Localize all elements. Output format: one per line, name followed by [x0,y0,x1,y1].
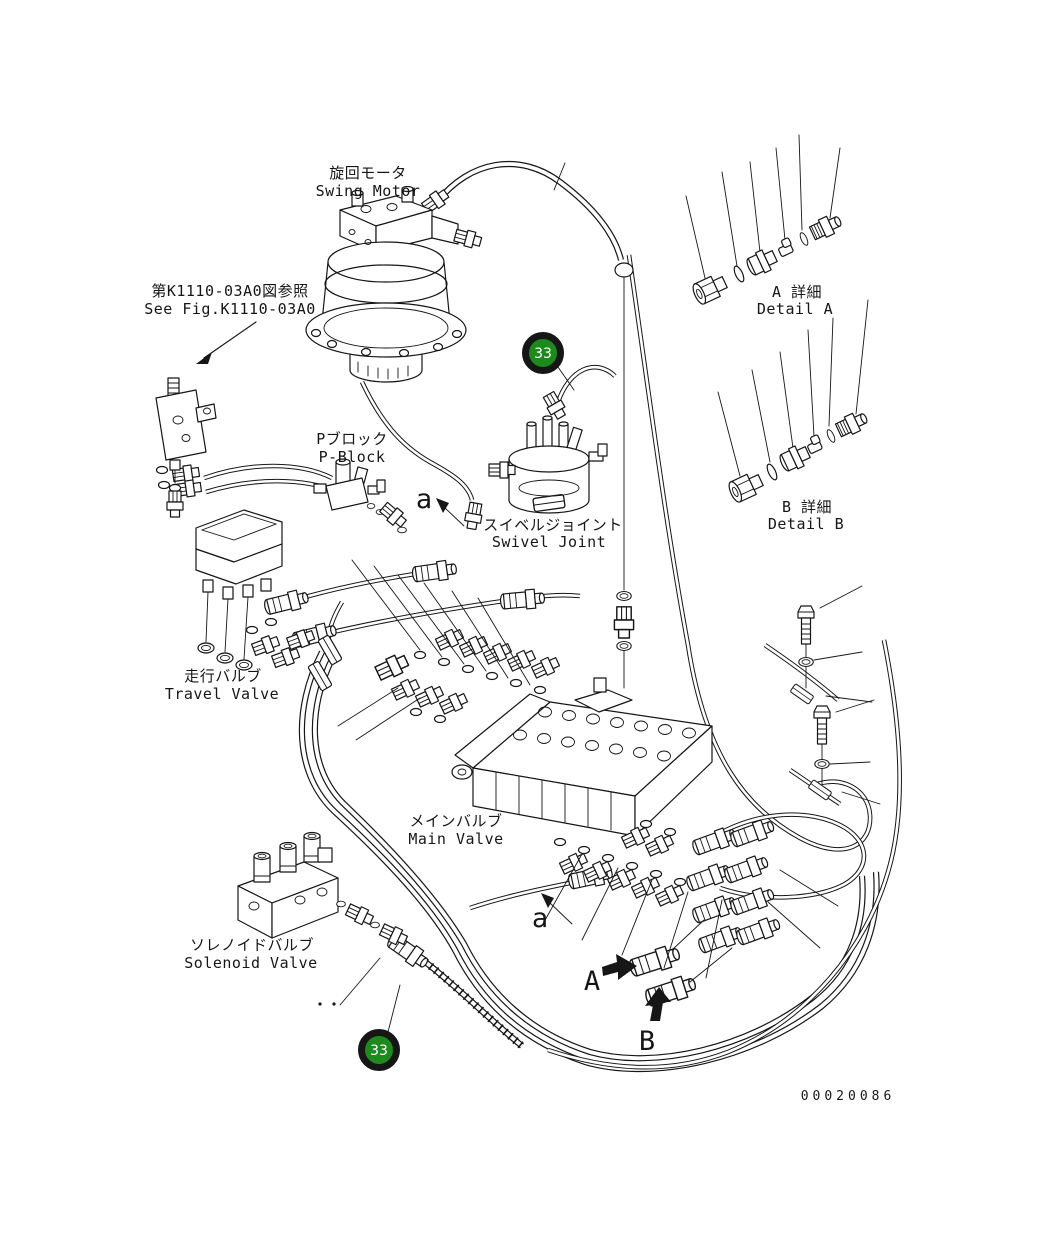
part-balloon-33-top[interactable]: 33 [522,332,564,374]
direction-arrow-b-icon [645,987,671,1021]
hoses-p-block [155,463,339,500]
main-valve-drawing [451,649,713,837]
part-balloon-33-bottom[interactable]: 33 [358,1029,400,1071]
hoses-travel-valve [262,558,581,692]
hose-bundle-right-fittings [683,816,783,957]
hose-loop-right-bundle [698,812,867,900]
label-swing-motor-jp: 旋回モータ [329,164,407,182]
label-detail-a-jp: A 詳細 [772,283,822,301]
flange-bolts [310,328,463,358]
label-detail-a-en: Detail A [757,300,833,318]
see-fig-arrow [196,321,257,364]
hose-outer-right-sweep [547,639,902,1070]
balloon-top-number: 33 [534,346,552,362]
bolt-clamp-assembly-2 [807,705,833,801]
label-swivel-joint-en: Swivel Joint [492,533,606,551]
detail-a-parts [685,134,845,307]
hose-motor-to-center [359,381,485,531]
direction-a-label: A [584,966,600,997]
leader-lines [318,162,881,1033]
label-travel-valve-jp: 走行バルブ [184,667,262,685]
label-swivel-joint-jp: スイベルジョイント [483,516,623,534]
hose-wrapped-solenoid [383,930,525,1050]
swivel-joint-drawing [488,415,608,514]
solenoid-valve-drawing [237,831,410,949]
p-block-drawing [313,458,410,534]
label-p-block-jp: Pブロック [316,430,388,448]
label-swing-motor-en: Swing Motor [316,182,421,200]
hose-swing-motor-top [419,160,634,591]
label-main-valve-en: Main Valve [408,830,503,848]
label-solenoid-valve-en: Solenoid Valve [184,954,317,972]
label-solenoid-valve-jp: ソレノイドバルブ [190,936,314,954]
label-see-fig-jp: 第K1110-03A0図参照 [151,282,308,300]
label-travel-valve-en: Travel Valve [165,685,279,703]
swing-motor-drawing [305,185,484,383]
label-see-fig-en: See Fig.K1110-03A0 [144,300,316,318]
direction-arrow-a-icon [602,954,637,980]
bolt-clamp-assembly-1 [789,605,815,705]
label-detail-b-jp: B 詳細 [782,498,832,516]
label-detail-b-en: Detail B [768,515,844,533]
label-p-block-en: P-Block [319,448,386,466]
main-valve-ports [513,706,696,762]
pilot-check-valve-drawing [155,377,217,518]
detail-b-parts [717,299,871,505]
drawing-number: 00020086 [801,1089,896,1104]
hose-swivel-33 [540,364,617,422]
label-main-valve-jp: メインバルブ [409,812,502,830]
view-a-upper-arrow [436,498,465,527]
view-a-upper-label: a [416,484,432,515]
diagram-labels: 旋回モータ Swing Motor 第K1110-03A0図参照 See Fig… [144,164,896,1104]
travel-valve-drawing [195,509,317,671]
view-a-lower-label: a [532,903,548,934]
swivel-drop-fittings [613,590,635,652]
view-a-lower-arrow [541,893,573,925]
balloon-bottom-number: 33 [370,1043,388,1059]
direction-b-label: B [639,1026,655,1057]
hose-long-right [626,254,873,852]
